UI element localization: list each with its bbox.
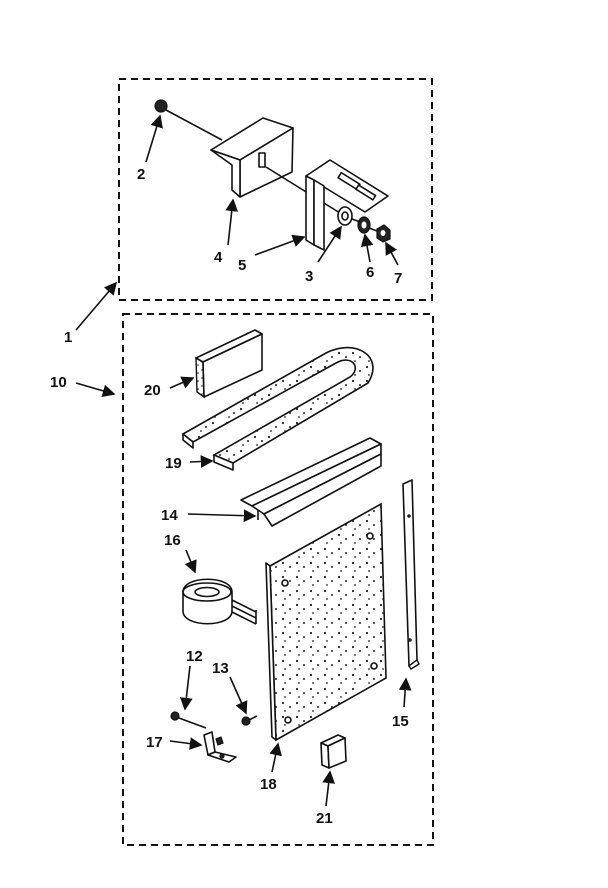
label-part-19: 19 (165, 455, 182, 472)
panel-part-18 (265, 502, 387, 742)
label-part-5: 5 (238, 257, 246, 274)
label-part-15: 15 (392, 713, 409, 730)
label-part-21: 21 (316, 810, 333, 827)
rail-part-14 (240, 437, 382, 527)
l-bracket-part-5 (305, 159, 389, 251)
nut-part-7 (376, 224, 391, 243)
kit-box-upper (118, 78, 433, 301)
small-bracket-part-17 (203, 731, 237, 763)
screw-part-2 (154, 99, 223, 141)
cover-bracket-part-4 (210, 117, 294, 198)
tape-roll-part-16 (182, 578, 257, 625)
u-seal-part-19 (181, 346, 374, 471)
screw-part-13 (241, 715, 258, 726)
label-part-20: 20 (144, 382, 161, 399)
foam-block-part-20 (195, 329, 263, 399)
label-part-3: 3 (305, 268, 313, 285)
kit-box-lower (122, 313, 434, 846)
label-part-7: 7 (394, 270, 402, 287)
block-part-21 (320, 734, 347, 769)
label-part-17: 17 (146, 734, 163, 751)
label-part-10: 10 (50, 374, 67, 391)
label-part-13: 13 (212, 660, 229, 677)
label-part-14: 14 (161, 507, 178, 524)
label-part-4: 4 (214, 249, 223, 266)
label-part-6: 6 (366, 264, 374, 281)
lock-washer-part-6 (357, 216, 371, 234)
side-strip-part-15 (402, 479, 420, 670)
label-part-18: 18 (260, 776, 277, 793)
washer-part-3 (337, 206, 353, 226)
label-part-16: 16 (164, 532, 181, 549)
leader-lines (75, 114, 412, 807)
label-part-12: 12 (186, 648, 203, 665)
screw-part-12 (170, 711, 207, 729)
label-part-1: 1 (64, 329, 72, 346)
label-part-2: 2 (137, 166, 145, 183)
